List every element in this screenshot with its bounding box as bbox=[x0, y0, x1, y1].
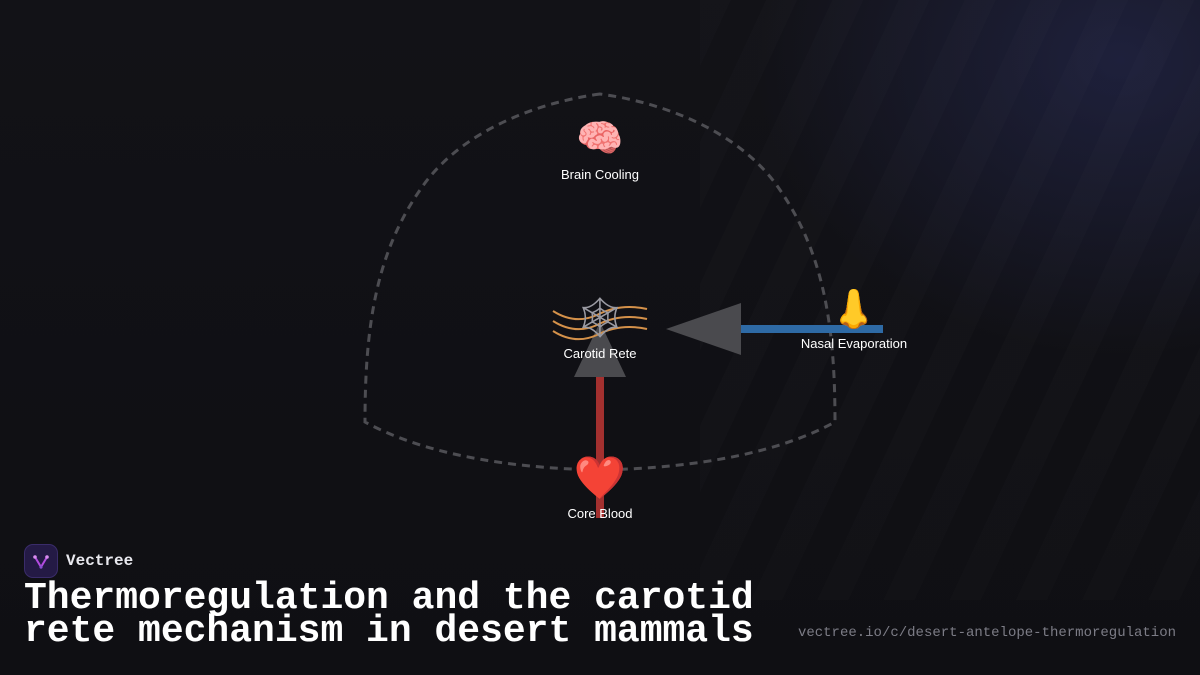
edge-heart-to-rete bbox=[596, 372, 604, 518]
brand-name: Vectree bbox=[66, 552, 134, 570]
edge-nose-to-rete bbox=[740, 325, 883, 333]
source-url[interactable]: vectree.io/c/desert-antelope-thermoregul… bbox=[797, 625, 1176, 641]
arrowhead-into-rete-from-nose bbox=[666, 303, 741, 355]
arrowhead-into-rete-from-heart bbox=[574, 322, 626, 377]
node-carotid-rete: 🕸 Carotid Rete bbox=[564, 296, 637, 361]
web-icon: 🕸 bbox=[575, 296, 626, 340]
nasal-evaporation-label: Nasal Evaporation bbox=[801, 336, 907, 351]
node-brain: 🧠 Brain Cooling bbox=[561, 118, 639, 182]
brain-cooling-label: Brain Cooling bbox=[561, 167, 639, 182]
nose-icon: 👃 bbox=[830, 287, 877, 331]
brand: Vectree bbox=[24, 544, 133, 578]
page-title: Thermoregulation and the carotid rete me… bbox=[24, 577, 754, 653]
heat-waves bbox=[552, 306, 648, 341]
head-outline-dashed bbox=[363, 92, 837, 472]
carotid-rete-label: Carotid Rete bbox=[564, 346, 637, 361]
heart-icon: ❤️ bbox=[574, 454, 627, 501]
vectree-logo-icon bbox=[24, 544, 58, 578]
core-blood-label: Core Blood bbox=[567, 506, 632, 521]
brain-icon: 🧠 bbox=[576, 118, 623, 160]
node-core-blood: ❤️ Core Blood bbox=[567, 454, 632, 521]
node-nasal-evaporation: 👃 Nasal Evaporation bbox=[801, 287, 907, 351]
